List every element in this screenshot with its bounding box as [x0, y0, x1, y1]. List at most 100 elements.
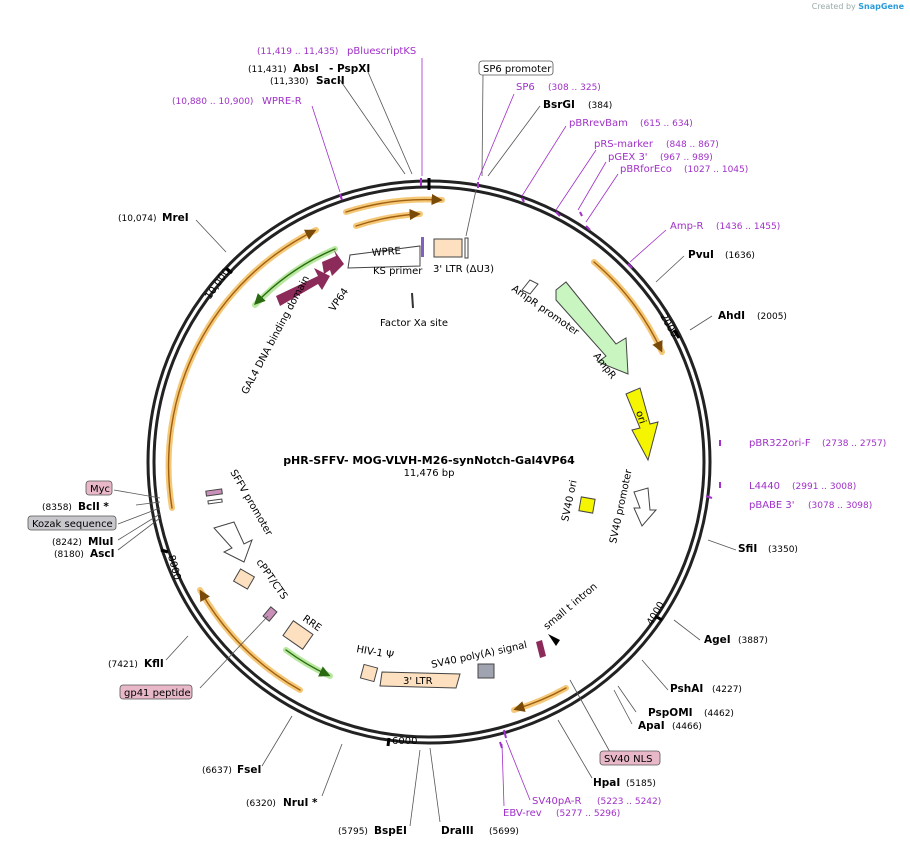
- primer-name-pbr322: pBR322ori-F: [749, 438, 811, 449]
- sv40-ori-label: SV40 ori: [560, 479, 580, 522]
- enzyme-name-absi: AbsI: [293, 63, 319, 75]
- enzyme-name-sfii: SfiI: [738, 543, 757, 555]
- leader-agei: [673, 619, 701, 641]
- ampr-promoter-box: [521, 279, 539, 295]
- sv40-promoter-arrow: [633, 487, 658, 527]
- leader-ltr: [465, 189, 477, 237]
- small-t-mark: [548, 634, 560, 646]
- plasmid-name: pHR-SFFV- MOG-VLVH-M26-synNotch-Gal4VP64: [283, 454, 575, 467]
- enzyme-name-pshai: PshAI: [670, 683, 703, 695]
- gal4-label: GAL4 DNA binding domain: [240, 274, 312, 396]
- primer-leaders: [311, 58, 667, 807]
- enzyme-name-bspei: BspEI: [374, 825, 407, 837]
- enzyme-coord-mlui: (8242): [52, 538, 82, 548]
- enzyme-coord-asci: (8180): [54, 550, 84, 560]
- primer-labels: (11,419 .. 11,435) pBluescriptKS (10,880…: [172, 46, 886, 819]
- ampr-arrow: [555, 281, 629, 375]
- leader-prs: [555, 149, 597, 211]
- enzyme-coord-pspomi: (4462): [704, 709, 734, 719]
- wpre-box: [347, 245, 421, 269]
- sv40-polya-box: [477, 663, 495, 679]
- enzyme-coord-nrui: (6320): [246, 799, 276, 809]
- primer-tick-wpre: [339, 193, 343, 201]
- leader-kozak: [117, 507, 161, 525]
- enzyme-name-pspomi: PspOMI: [648, 707, 693, 719]
- enzyme-coord-absi: (11,431): [248, 65, 287, 75]
- enzyme-coord-sfii: (3350): [768, 545, 798, 555]
- enzyme-name-nrui: NruI *: [283, 797, 318, 809]
- leader-asci: [117, 517, 161, 551]
- green-arc-1-line: [254, 248, 336, 306]
- leader-apai: [613, 689, 633, 725]
- enzyme-name-apai: ApaI: [638, 720, 665, 732]
- leader-ebv: [501, 743, 505, 807]
- enzyme-name-pvui: PvuI: [688, 249, 714, 261]
- enzyme-coord-bsrgi: (384): [588, 101, 612, 111]
- gp41-label: gp41 peptide: [124, 688, 191, 699]
- cppt-label: cPPT/CTS: [254, 557, 290, 601]
- leader-sp6: [477, 93, 515, 181]
- leader-sv40nls: [569, 679, 611, 753]
- myc-label: Myc: [90, 484, 110, 495]
- plasmid-size: 11,476 bp: [404, 468, 455, 479]
- leader-ampr: [629, 229, 667, 263]
- primer-name-pbluescript: pBluescriptKS: [347, 46, 416, 57]
- sv40-nls-label: SV40 NLS: [604, 754, 653, 765]
- primer-coord-l4440: (2991 .. 3008): [792, 482, 856, 492]
- leader-nrui: [321, 743, 343, 797]
- leader-pbrfor: [585, 173, 619, 223]
- orf-arc-6-line: [167, 229, 317, 509]
- leader-pvui: [655, 255, 685, 283]
- enzyme-name-ahdi: AhdI: [718, 310, 745, 322]
- primer-coord-pgex: (967 .. 989): [660, 153, 713, 163]
- enzyme-coord-bspei: (5795): [338, 827, 368, 837]
- ltr3-label: 3' LTR: [403, 676, 433, 687]
- leader-mlui: [117, 513, 161, 541]
- leader-bspei: [409, 749, 421, 827]
- leader-absi: [339, 79, 406, 175]
- small-t-purple: [536, 640, 546, 658]
- primer-coord-prs: (848 .. 867): [666, 140, 719, 150]
- primer-name-ampr: Amp-R: [670, 221, 704, 232]
- leader-fsei: [261, 715, 293, 767]
- primer-tick-pbrfor: [585, 225, 591, 231]
- primer-name-pgex: pGEX 3': [608, 152, 648, 163]
- leader-gp41: [199, 615, 269, 689]
- primer-tick-pgex: [579, 211, 583, 217]
- kozak-mark: [207, 498, 223, 505]
- leader-bcli: [135, 501, 161, 506]
- leader-sacii: [367, 71, 413, 175]
- orf-arc-5: [197, 587, 303, 693]
- rre-box: [282, 620, 314, 650]
- enzyme-coord-pvui: (1636): [725, 251, 755, 261]
- orf-arc-1-line: [345, 193, 443, 213]
- feature-shapes: [205, 237, 659, 689]
- kozak-box: [27, 515, 117, 531]
- primer-name-prs: pRS-marker: [594, 139, 654, 150]
- enzyme-name-kfli: KflI: [144, 658, 164, 670]
- leader-ahdi: [689, 315, 713, 331]
- enzyme-coord-fsei: (6637): [202, 766, 232, 776]
- primer-name-wpre: WPRE-R: [262, 96, 302, 107]
- factor-xa-mark: [411, 292, 414, 309]
- leader-wpre-r: [311, 105, 341, 193]
- enzyme-name-bcli: BclI *: [78, 501, 109, 513]
- ltr-small-box: [464, 237, 469, 259]
- orf-arc-5-line: [199, 589, 301, 691]
- leader-pshai: [641, 659, 669, 691]
- sv40-promoter-label: SV40 promoter: [608, 468, 635, 545]
- gal4-arrow: [276, 268, 330, 306]
- credit-text: Created by: [811, 2, 856, 11]
- leader-mrei: [195, 219, 227, 253]
- primer-coord-ampr: (1436 .. 1455): [716, 222, 780, 232]
- primer-coord-pbabe: (3078 .. 3098): [808, 501, 872, 511]
- tick-2000: [672, 329, 681, 339]
- green-arc-2-line: [285, 649, 331, 677]
- enzyme-name-asci: AscI: [90, 548, 115, 560]
- primer-tick-sv40pa: [503, 729, 507, 739]
- orf-arc-2-line: [355, 208, 421, 227]
- leader-sv40pa: [505, 739, 531, 801]
- orf-arc-4-line: [513, 687, 567, 712]
- scale-ticks: [160, 266, 681, 747]
- ori-arrow: [625, 387, 659, 462]
